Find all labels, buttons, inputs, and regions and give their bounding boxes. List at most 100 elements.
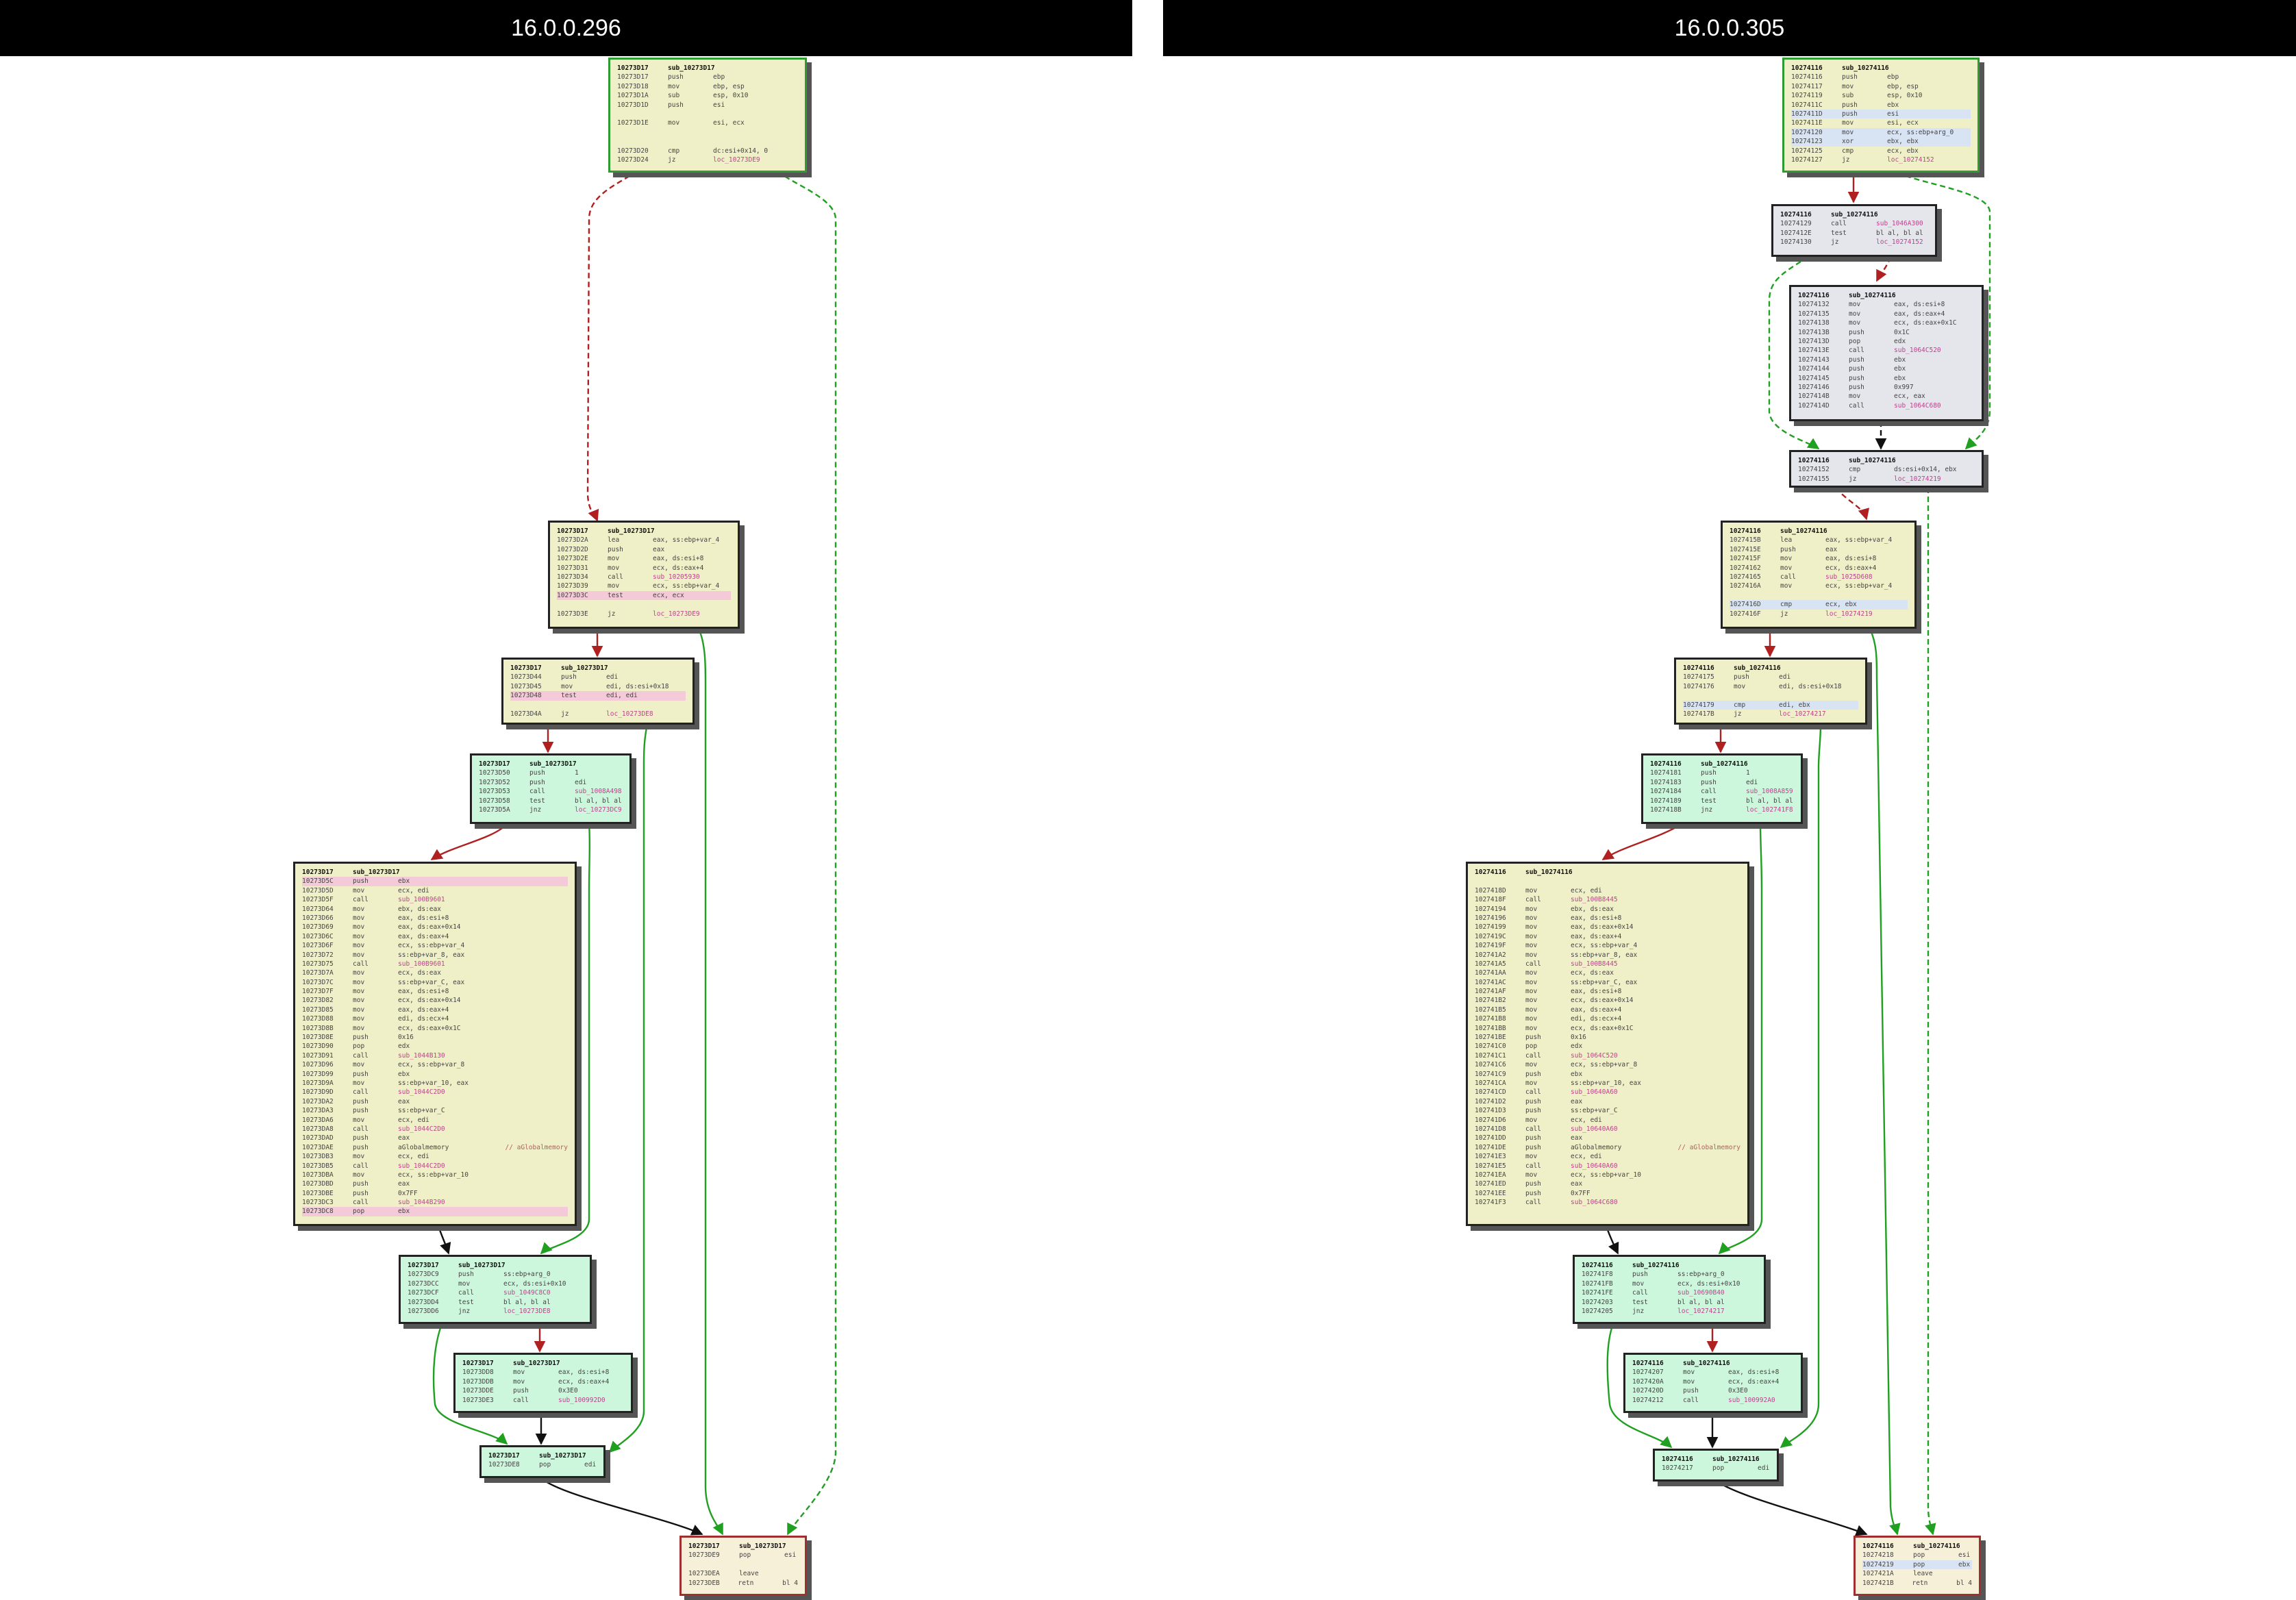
instruction-row[interactable] (1683, 691, 1858, 700)
instruction-row[interactable] (617, 128, 798, 137)
instruction-row[interactable] (510, 701, 686, 710)
